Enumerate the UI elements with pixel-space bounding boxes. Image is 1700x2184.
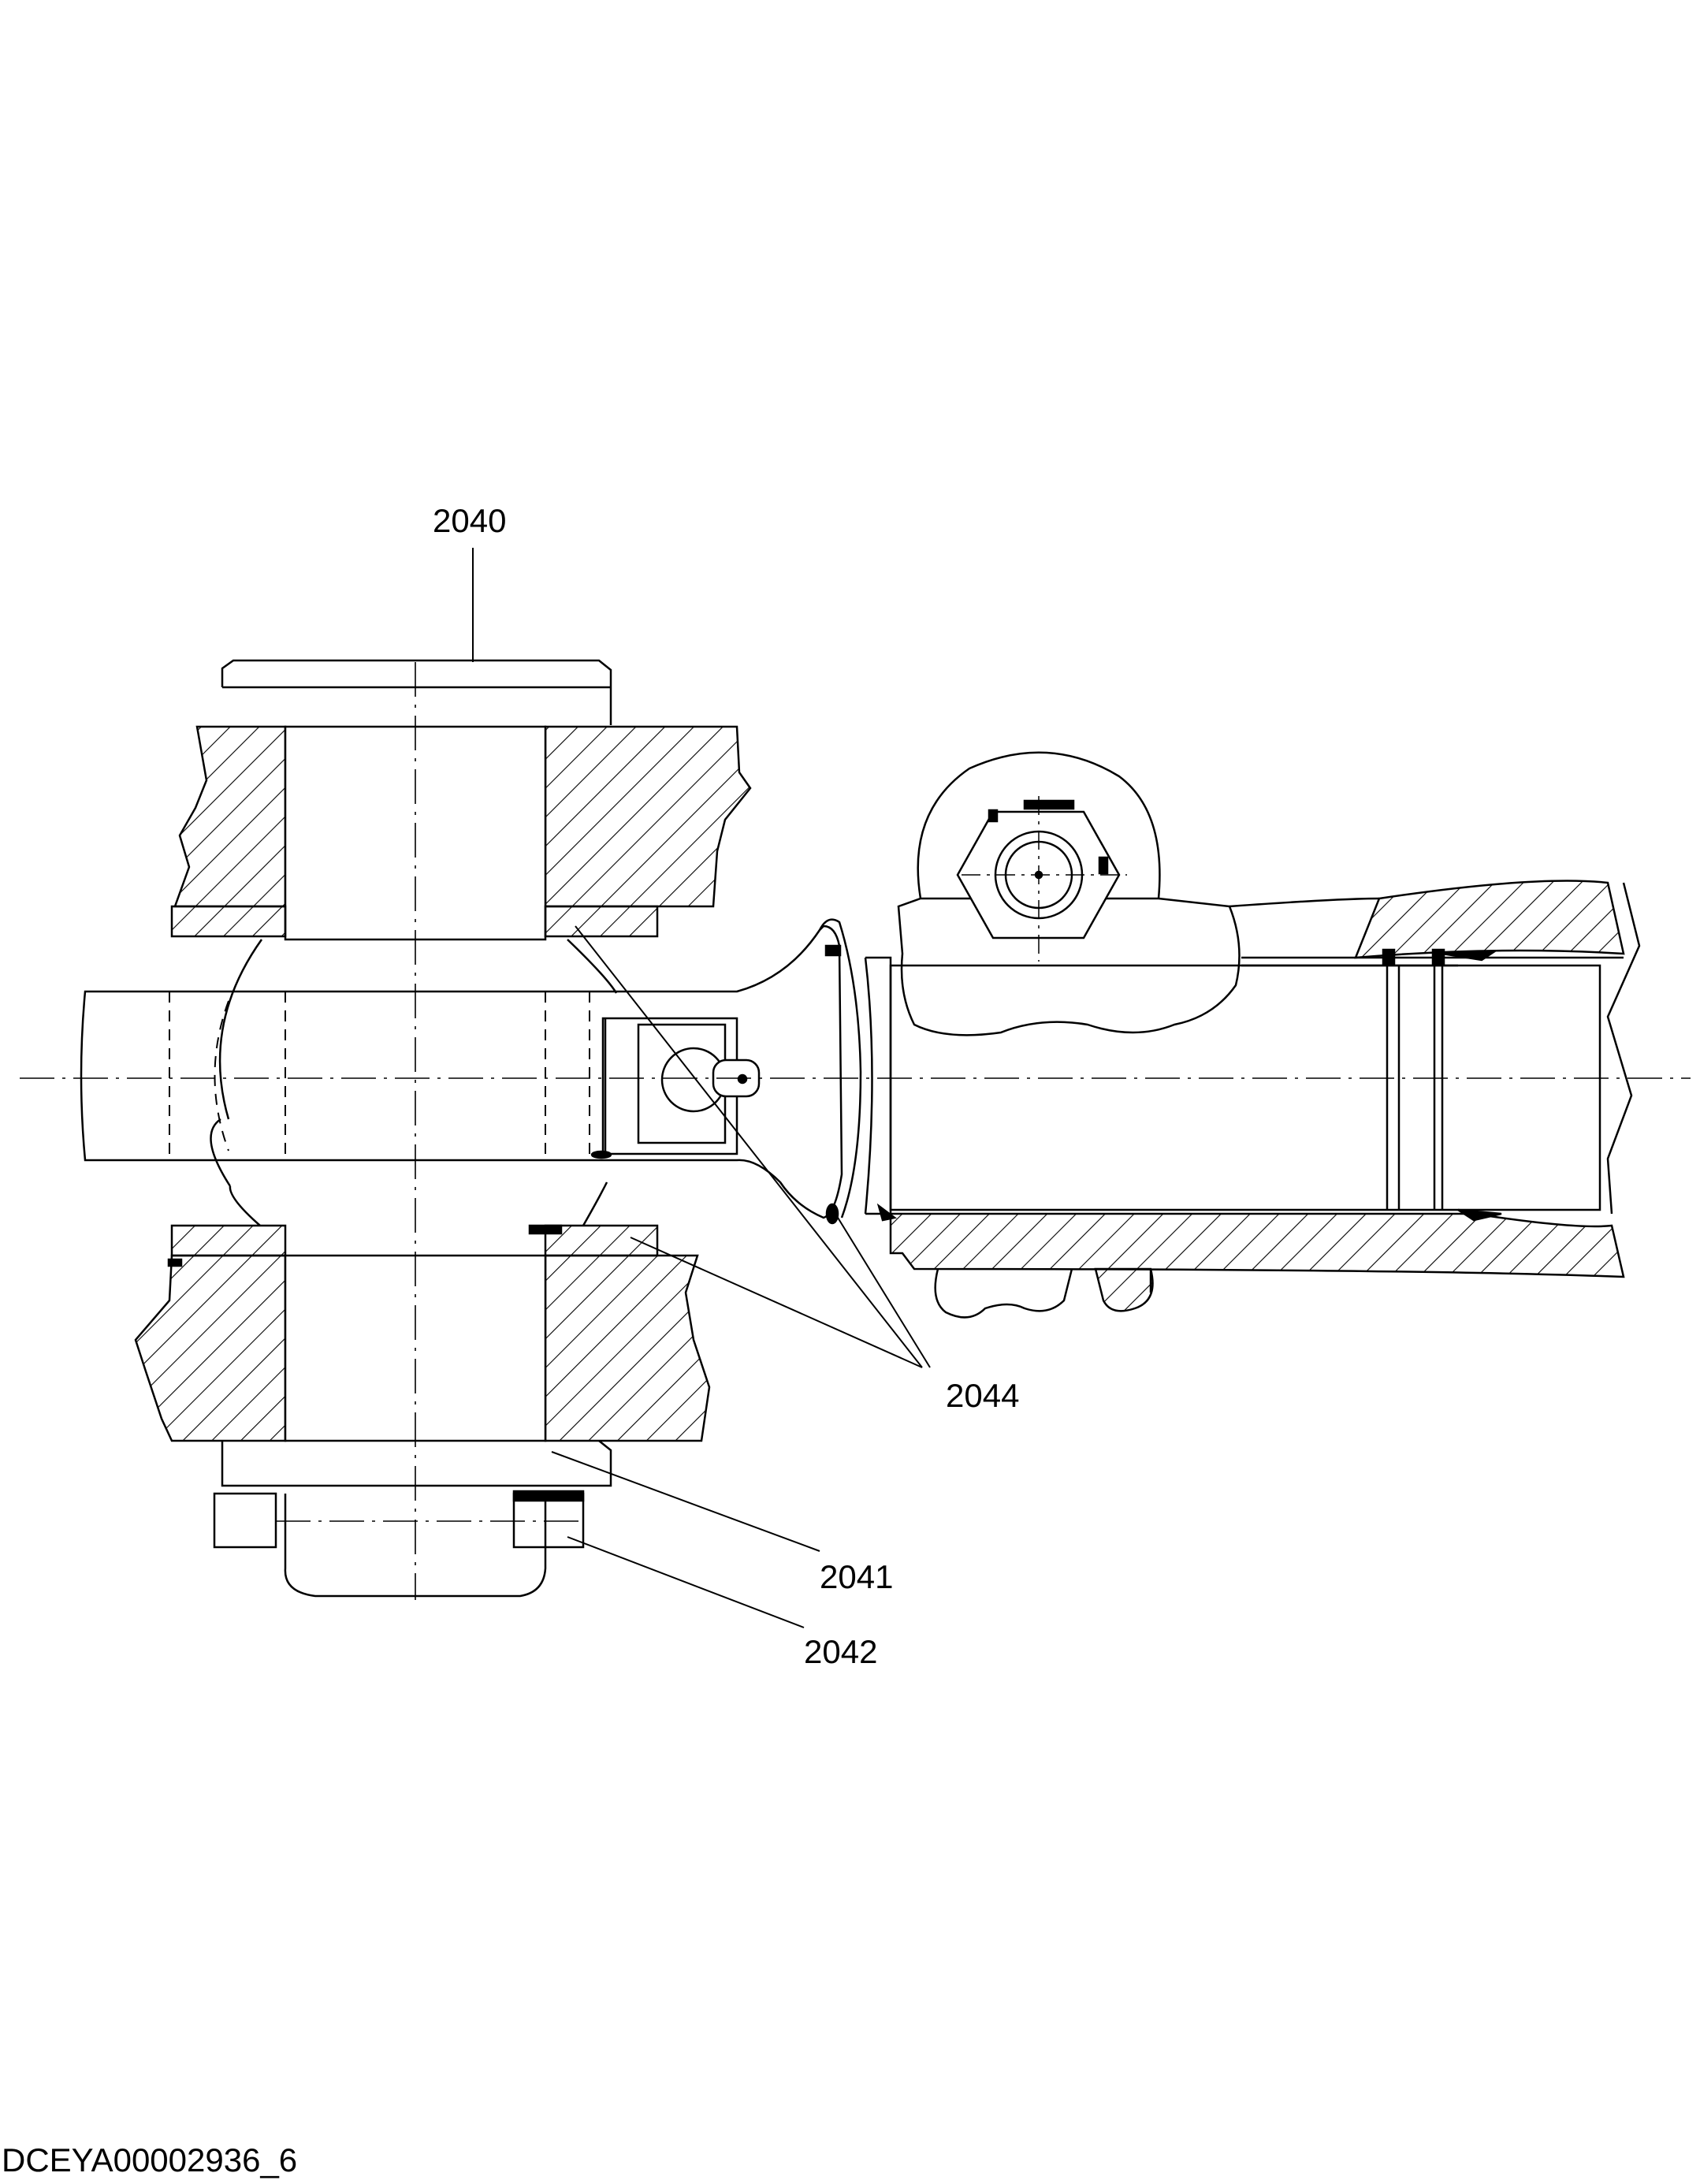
document-id: DCEYA00002936_6 <box>2 2141 297 2178</box>
pin-head-top <box>221 659 612 725</box>
tube-wall-lower <box>889 1212 1625 1278</box>
hidden-lines <box>169 992 590 1160</box>
lock-bolt <box>213 1492 277 1549</box>
leader-2041 <box>551 1451 820 1552</box>
leader-2042 <box>567 1536 805 1628</box>
lower-shim-right <box>544 1224 659 1257</box>
callout-2040: 2040 <box>433 502 506 539</box>
lower-lug <box>1094 1267 1154 1312</box>
pin-end <box>284 1494 547 1598</box>
upper-boss-right <box>544 725 752 908</box>
leader-2044-c <box>835 1213 931 1368</box>
lower-shim-left <box>170 1224 287 1257</box>
upper-shim-right <box>544 905 659 938</box>
pin-lower <box>221 1440 612 1487</box>
center-lines <box>20 662 1691 1600</box>
tube-outer-upper <box>1229 897 1380 908</box>
seal-boot <box>818 918 862 1219</box>
leader-2044-a <box>575 925 923 1368</box>
lower-boss-left <box>134 1254 287 1442</box>
lower-boss-right <box>544 1254 711 1442</box>
tube-bore <box>889 964 1601 1211</box>
callout-2044: 2044 <box>946 1377 1019 1414</box>
upper-shim-left <box>170 905 287 938</box>
upper-boss-left <box>173 725 287 908</box>
callout-2042: 2042 <box>804 1633 877 1670</box>
eye-boss <box>917 751 1161 899</box>
spherical-bearing <box>210 939 618 1226</box>
pin-assembly <box>80 659 1641 1598</box>
break-line <box>1606 882 1641 1215</box>
leader-lines <box>472 548 931 1628</box>
tube-wall-upper <box>1354 880 1625 959</box>
rod-end-body <box>80 925 843 1219</box>
leader-2044-b <box>630 1237 923 1368</box>
eye-body <box>897 897 1241 1036</box>
callout-2041: 2041 <box>820 1558 893 1595</box>
